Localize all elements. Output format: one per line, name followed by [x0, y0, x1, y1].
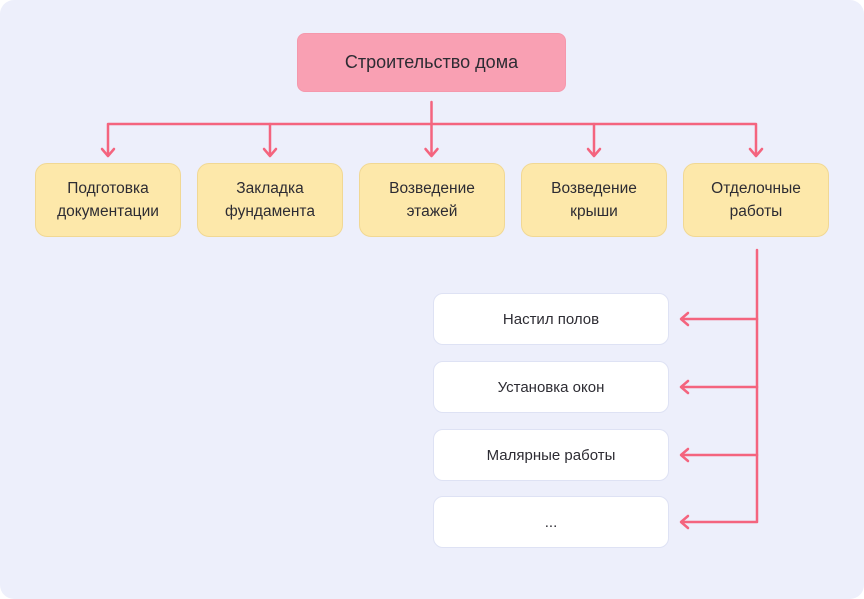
- substep-node-label: Малярные работы: [486, 446, 616, 464]
- arrowhead-left-icon: [679, 311, 690, 327]
- stage-node-label: Подготовка документации: [57, 180, 159, 220]
- stage-node-label: Отделочные работы: [711, 180, 801, 220]
- root-to-stages-connector: [100, 100, 764, 158]
- substep-node-label: Настил полов: [502, 310, 600, 328]
- arrowhead-left-icon: [679, 514, 690, 530]
- arrowhead-down-icon: [262, 147, 278, 158]
- arrowhead-down-icon: [586, 147, 602, 158]
- stage-node-roof: Возведение крыши: [521, 163, 667, 237]
- stage-node-label: Возведение этажей: [389, 180, 475, 220]
- stage-node-finishing: Отделочные работы: [683, 163, 829, 237]
- arrowhead-down-icon: [100, 147, 116, 158]
- substep-node-windows: Установка окон: [433, 361, 669, 413]
- substep-node-ellipsis: ...: [433, 496, 669, 548]
- root-node-label: Строительство дома: [344, 52, 519, 72]
- substep-node-flooring: Настил полов: [433, 293, 669, 345]
- arrowhead-down-icon: [748, 147, 764, 158]
- substep-node-painting: Малярные работы: [433, 429, 669, 481]
- substep-node-label: ...: [544, 513, 558, 531]
- stage-node-label: Закладка фундамента: [225, 180, 315, 220]
- stage-node-label: Возведение крыши: [551, 180, 637, 220]
- stage-node-floors: Возведение этажей: [359, 163, 505, 237]
- stage-node-foundation: Закладка фундамента: [197, 163, 343, 237]
- stage-node-documentation: Подготовка документации: [35, 163, 181, 237]
- arrowhead-down-icon: [424, 147, 439, 158]
- arrowhead-left-icon: [679, 379, 690, 395]
- arrowhead-left-icon: [679, 447, 690, 463]
- substep-node-label: Установка окон: [497, 378, 605, 396]
- finishing-to-substeps-connector: [679, 248, 759, 530]
- root-node: Строительство дома: [297, 33, 566, 92]
